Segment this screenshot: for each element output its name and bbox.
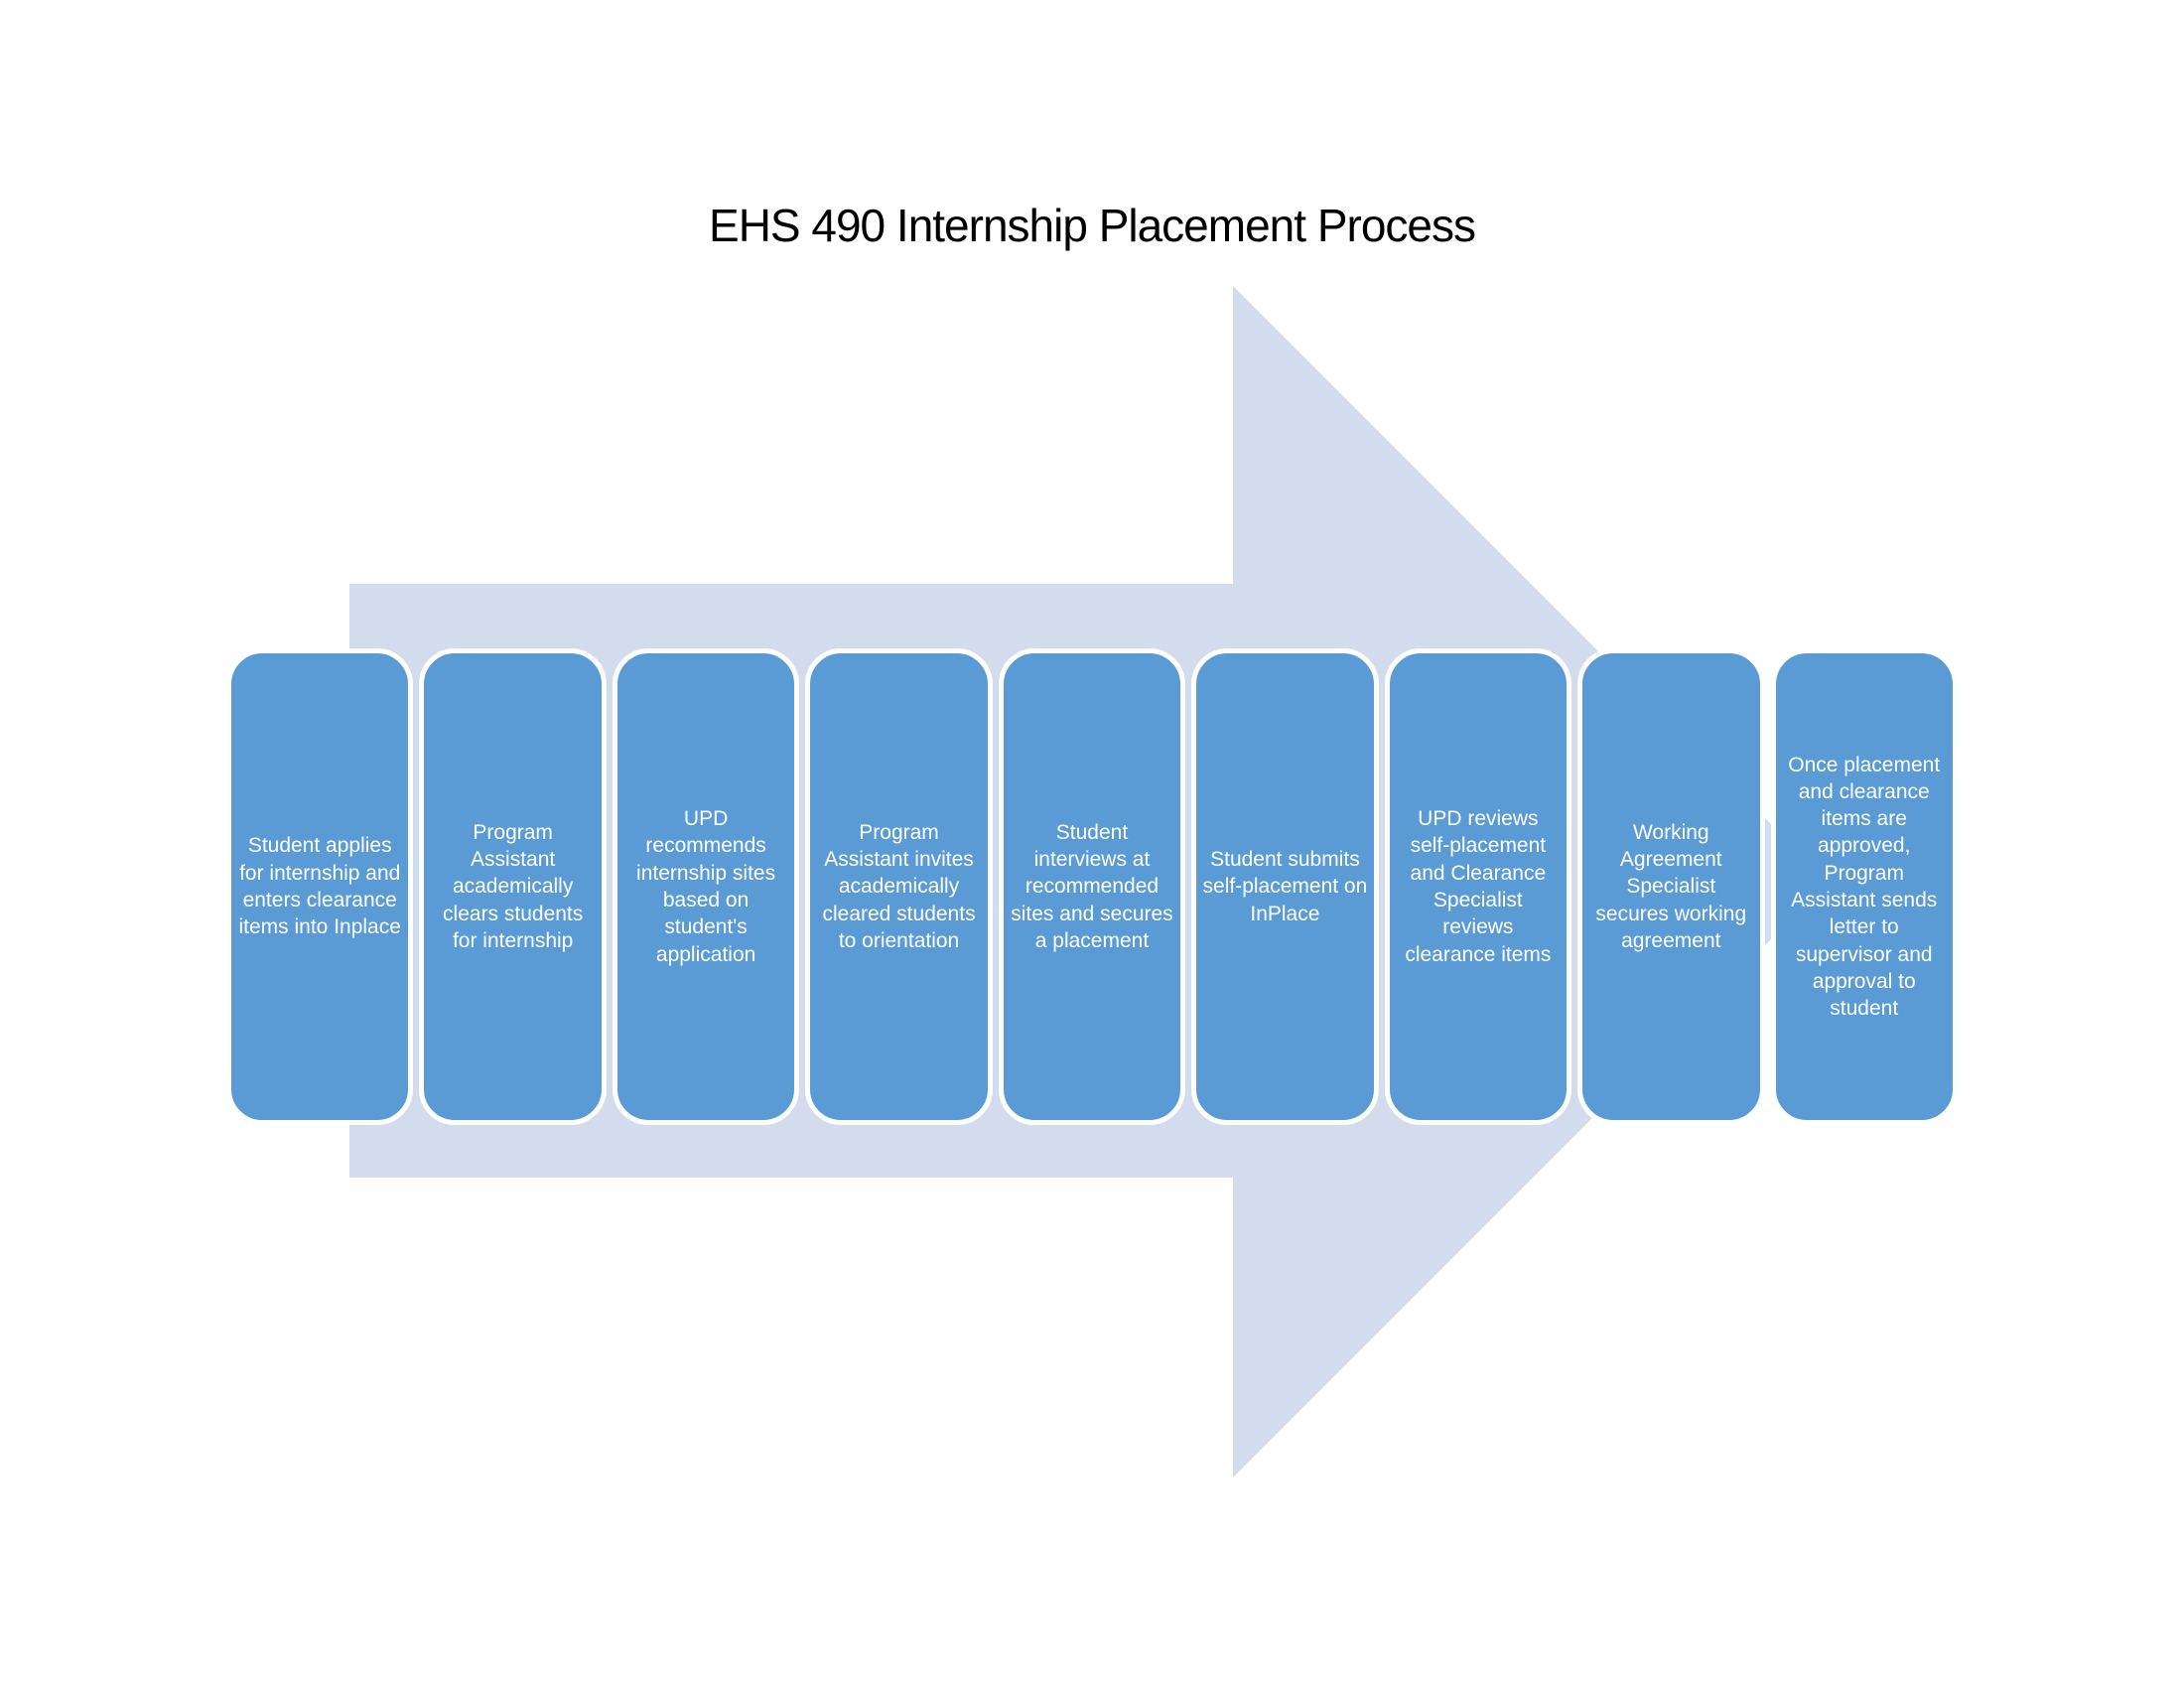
step-box-8: Working Agreement Specialist secures wor… — [1577, 648, 1765, 1125]
process-steps-row: Student applies for internship and enter… — [226, 648, 1958, 1125]
step-box-4: Program Assistant invites academically c… — [805, 648, 993, 1125]
step-label: UPD reviews self-placement and Clearance… — [1405, 807, 1552, 966]
step-box-6: Student submits self-placement on InPlac… — [1191, 648, 1379, 1125]
step-box-5: Student interviews at recommended sites … — [998, 648, 1186, 1125]
step-label: Student submits self-placement on InPlac… — [1202, 848, 1368, 925]
step-box-3: UPD recommends internship sites based on… — [612, 648, 800, 1125]
step-box-1: Student applies for internship and enter… — [226, 648, 414, 1125]
step-label: Student interviews at recommended sites … — [1011, 820, 1173, 952]
step-label: Program Assistant academically clears st… — [443, 820, 584, 952]
step-label: Program Assistant invites academically c… — [822, 820, 976, 952]
step-box-7: UPD reviews self-placement and Clearance… — [1384, 648, 1572, 1125]
step-label: UPD recommends internship sites based on… — [636, 807, 776, 966]
step-label: Student applies for internship and enter… — [238, 834, 401, 939]
step-box-9: Once placement and clearance items are a… — [1770, 648, 1958, 1125]
step-label: Working Agreement Specialist secures wor… — [1595, 820, 1747, 952]
step-box-2: Program Assistant academically clears st… — [419, 648, 607, 1125]
page-title: EHS 490 Internship Placement Process — [709, 200, 1476, 251]
step-label: Once placement and clearance items are a… — [1788, 753, 1941, 1021]
